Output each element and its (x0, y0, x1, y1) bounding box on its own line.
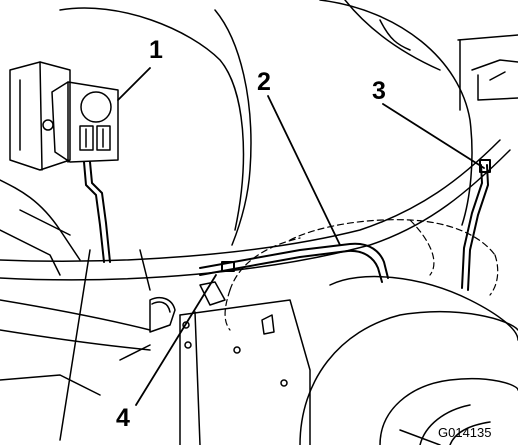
leader-lines (117, 67, 485, 406)
callout-4: 4 (116, 404, 130, 432)
leader-1 (117, 67, 151, 101)
light-cable (83, 161, 111, 263)
leader-3 (382, 103, 485, 169)
light-housing (42, 81, 119, 163)
bracket-plate (179, 299, 311, 445)
leader-4 (135, 274, 217, 406)
left-frame (0, 61, 81, 276)
fender-dashed-outline (224, 219, 499, 331)
harness-route (199, 242, 389, 283)
callout-2: 2 (257, 68, 271, 96)
right-connector (461, 159, 491, 291)
seat-outline (59, 0, 473, 246)
lower-frame (0, 249, 226, 441)
callout-1: 1 (149, 36, 163, 64)
callout-3: 3 (372, 77, 386, 105)
fender-and-tire (299, 275, 518, 445)
leader-2 (267, 95, 341, 246)
seat-bracket (457, 34, 518, 111)
figure-id: G014135 (438, 425, 492, 440)
